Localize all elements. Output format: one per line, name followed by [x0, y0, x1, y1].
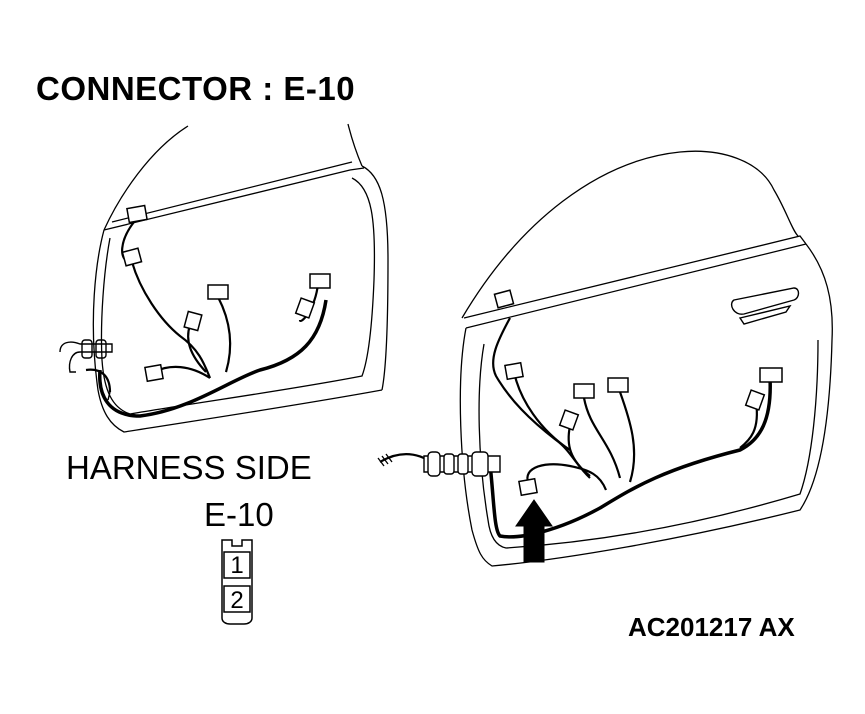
reference-code: AC201217 AX	[628, 612, 795, 642]
page-title: CONNECTOR : E-10	[36, 70, 356, 107]
right-door-wire-harness	[377, 317, 772, 539]
arrow-icon	[515, 499, 553, 563]
harness-side-label: HARNESS SIDE	[66, 449, 312, 486]
connector-id-label: E-10	[204, 496, 274, 533]
connector-e10-face	[221, 539, 253, 625]
right-door-connectors	[493, 289, 783, 497]
pin-1-label: 1	[230, 552, 243, 579]
right-door-inside-view	[459, 150, 833, 567]
right-door-handle	[730, 287, 800, 325]
pin-2-label: 2	[230, 587, 243, 614]
left-door-connectors	[121, 204, 331, 383]
left-door-inside-view	[92, 123, 389, 433]
